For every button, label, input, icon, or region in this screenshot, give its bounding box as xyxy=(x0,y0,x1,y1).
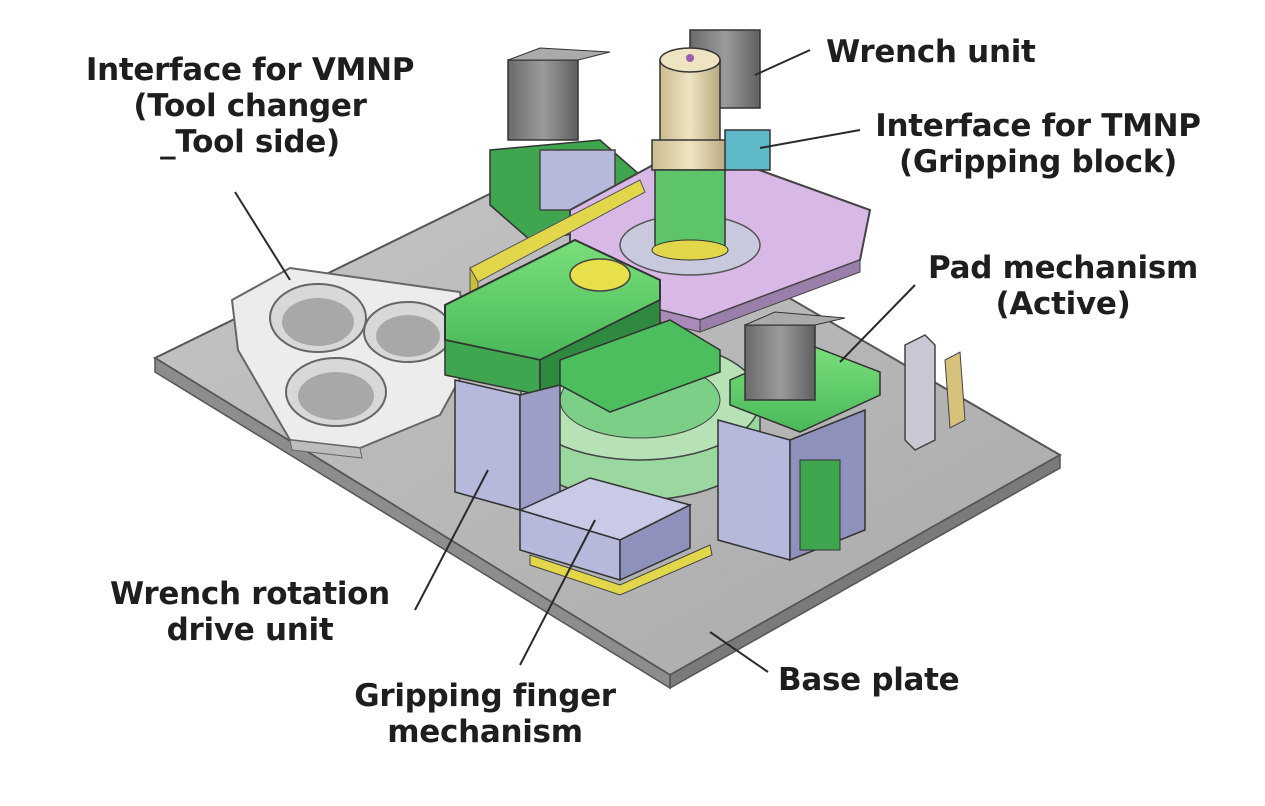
label-tmnp-interface: Interface for TMNP (Gripping block) xyxy=(858,108,1218,180)
wrench-unit xyxy=(651,29,771,261)
label-base-plate-line-1: Base plate xyxy=(778,662,960,698)
label-wrench-unit-line-1: Wrench unit xyxy=(826,34,1036,70)
leader-wrench-rotation xyxy=(414,469,489,611)
wrench-rotation-drive-unit xyxy=(444,238,721,511)
leader-tmnp xyxy=(759,129,861,149)
leader-lines xyxy=(234,49,916,673)
label-gripping-finger-line-2: mechanism xyxy=(387,714,583,750)
label-wrench-rotation-line-2: drive unit xyxy=(166,612,334,648)
label-pad-line-2: (Active) xyxy=(995,286,1131,322)
vmnp-tool-changer-plate xyxy=(230,266,472,459)
label-pad-mechanism: Pad mechanism (Active) xyxy=(918,250,1208,322)
leader-vmnp xyxy=(234,191,291,281)
leader-base-plate xyxy=(709,631,769,673)
label-wrench-unit: Wrench unit xyxy=(826,34,1036,70)
label-vmnp-line-3: _Tool side) xyxy=(160,124,340,160)
label-pad-line-1: Pad mechanism xyxy=(927,250,1199,286)
leader-wrench-unit xyxy=(754,49,811,76)
right-bracket xyxy=(904,334,966,451)
gripping-finger-mechanism xyxy=(517,477,713,596)
label-wrench-rotation-drive-unit: Wrench rotation drive unit xyxy=(100,576,400,648)
label-base-plate: Base plate xyxy=(778,662,960,698)
leader-gripping-finger xyxy=(519,519,596,666)
label-tmnp-line-2: (Gripping block) xyxy=(898,144,1178,180)
label-wrench-rotation-line-1: Wrench rotation xyxy=(110,576,390,612)
label-vmnp-line-2: (Tool changer xyxy=(133,88,367,124)
label-gripping-finger-mechanism: Gripping finger mechanism xyxy=(340,678,630,750)
label-tmnp-line-1: Interface for TMNP xyxy=(875,108,1201,144)
label-vmnp-line-1: Interface for VMNP xyxy=(85,52,415,88)
leader-pad xyxy=(839,284,916,363)
label-gripping-finger-line-1: Gripping finger xyxy=(354,678,616,714)
label-vmnp-interface: Interface for VMNP (Tool changer _Tool s… xyxy=(70,52,430,160)
pad-mechanism xyxy=(717,311,881,562)
